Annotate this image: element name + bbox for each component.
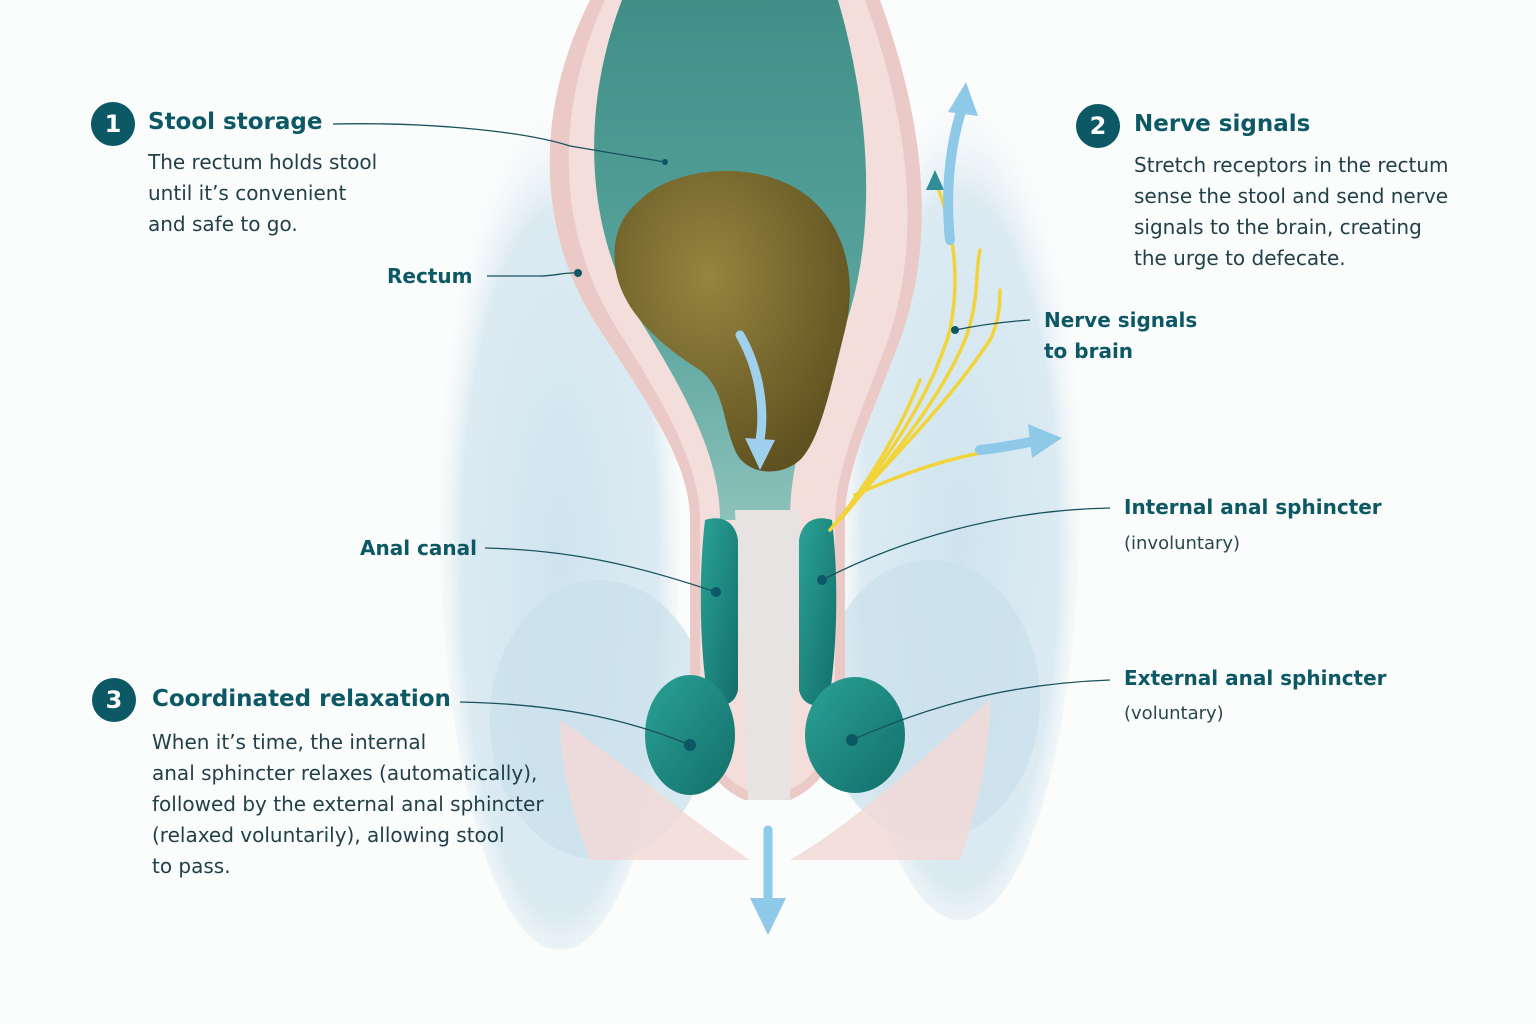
step-1-badge: 1 — [91, 102, 135, 146]
signal-arrows — [943, 95, 1035, 455]
coordinated-relaxation-heading: Coordinated relaxation — [152, 686, 451, 712]
anal-canal-lumen — [735, 510, 800, 800]
nerve-arrowhead — [926, 170, 944, 190]
internal-sphincter-muscle — [700, 518, 837, 706]
external-sphincter-label: External anal sphincter — [1124, 666, 1387, 690]
leader-lines — [332, 123, 1111, 746]
external-sphincter-note: (voluntary) — [1124, 703, 1224, 724]
nerve-signals-description: Stretch receptors in the rectum sense th… — [1134, 153, 1449, 270]
internal-sphincter-label: Internal anal sphincter — [1124, 495, 1382, 519]
stool-mass — [614, 170, 850, 472]
anal-canal-label: Anal canal — [360, 536, 477, 560]
internal-sphincter-note: (involuntary) — [1124, 533, 1241, 554]
nerve-fibers — [828, 178, 1002, 532]
nerve-signals-label-line2: to brain — [1044, 339, 1134, 363]
up-arrowhead — [948, 82, 978, 116]
leader-dots — [574, 159, 959, 751]
perineal-skin — [560, 700, 990, 860]
right-arrowhead — [1028, 424, 1062, 458]
stool-storage-description: The rectum holds stool until it’s conven… — [148, 150, 378, 236]
step-2-badge: 2 — [1076, 104, 1120, 148]
nerve-signals-heading: Nerve signals — [1134, 111, 1311, 137]
exit-arrow — [750, 825, 786, 935]
rectum-label: Rectum — [387, 264, 473, 288]
stool-storage-heading: Stool storage — [148, 109, 323, 135]
nerve-signals-label-line1: Nerve signals — [1044, 308, 1198, 332]
stool-movement-arrow — [735, 330, 775, 470]
coordinated-relaxation-description: When it’s time, the internal anal sphinc… — [152, 730, 544, 878]
step-3-badge: 3 — [92, 678, 136, 722]
